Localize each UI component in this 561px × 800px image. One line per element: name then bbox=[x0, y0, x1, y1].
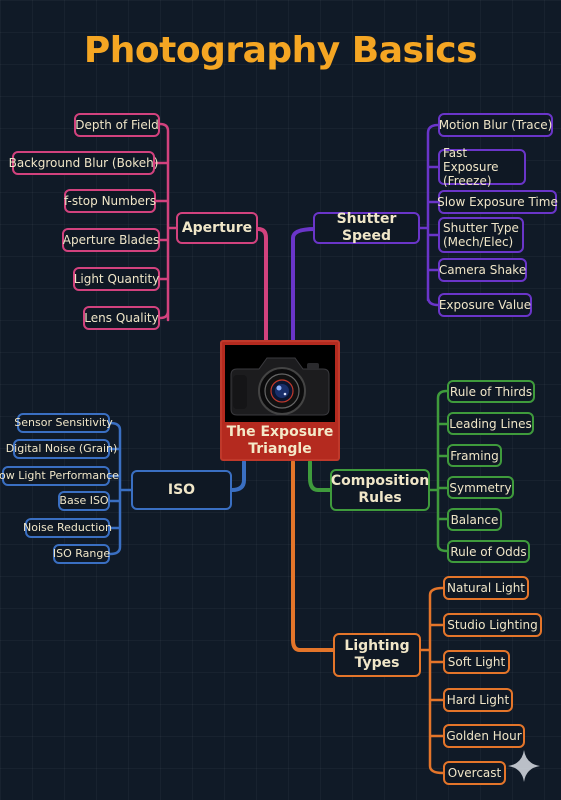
connector-composition bbox=[308, 460, 332, 492]
aperture-item-aperture-blades: Aperture Blades bbox=[62, 228, 160, 252]
connector-aperture-items bbox=[152, 122, 178, 322]
connector-iso-items bbox=[108, 421, 133, 556]
sparkle-icon bbox=[508, 750, 540, 782]
iso-item-noise-reduction: Noise Reduction bbox=[23, 518, 112, 538]
composition-rules-node: Composition Rules bbox=[330, 469, 430, 511]
connector-shutter-items bbox=[418, 123, 440, 307]
iso-item-low-light-performance: Low Light Performance bbox=[0, 466, 119, 486]
composition-item-rule-of-thirds: Rule of Thirds bbox=[447, 380, 535, 403]
iso-item-digital-noise: Digital Noise (Grain) bbox=[6, 439, 117, 459]
aperture-item-f-stop-numbers: f-stop Numbers bbox=[64, 189, 156, 213]
lighting-item-natural-light: Natural Light bbox=[443, 576, 529, 600]
lighting-item-soft-light: Soft Light bbox=[443, 650, 510, 674]
lighting-item-overcast: Overcast bbox=[443, 761, 506, 785]
page-title: Photography Basics bbox=[83, 30, 478, 71]
connector-iso bbox=[230, 460, 246, 492]
camera-icon bbox=[225, 345, 335, 422]
center-label: The Exposure Triangle bbox=[226, 424, 334, 457]
shutter-speed-node: Shutter Speed bbox=[313, 211, 420, 244]
shutter-item-shutter-type: Shutter Type (Mech/Elec) bbox=[438, 217, 524, 253]
aperture-item-lens-quality: Lens Quality bbox=[83, 306, 160, 330]
lighting-item-golden-hour: Golden Hour bbox=[443, 724, 525, 748]
iso-item-iso-range: ISO Range bbox=[53, 544, 110, 564]
composition-item-balance: Balance bbox=[447, 508, 502, 531]
composition-item-leading-lines: Leading Lines bbox=[447, 412, 534, 435]
aperture-node: Aperture bbox=[176, 212, 258, 244]
iso-item-base-iso: Base ISO bbox=[58, 491, 110, 511]
connector-lighting-items bbox=[419, 586, 445, 775]
connector-composition-items bbox=[428, 389, 449, 553]
connector-shutter bbox=[291, 227, 317, 342]
composition-item-symmetry: Symmetry bbox=[447, 476, 514, 499]
iso-item-sensor-sensitivity: Sensor Sensitivity bbox=[14, 413, 113, 433]
iso-node: ISO bbox=[131, 470, 232, 510]
lighting-item-hard-light: Hard Light bbox=[443, 688, 513, 712]
connector-lighting bbox=[291, 460, 335, 652]
lighting-item-studio-lighting: Studio Lighting bbox=[443, 613, 542, 637]
exposure-triangle-node: The Exposure Triangle bbox=[220, 340, 340, 461]
composition-item-framing: Framing bbox=[447, 444, 502, 467]
aperture-item-background-blur: Background Blur (Bokeh) bbox=[9, 151, 158, 175]
shutter-item-slow-exposure-time: Slow Exposure Time bbox=[437, 190, 558, 214]
lighting-types-node: Lighting Types bbox=[333, 633, 421, 677]
composition-item-rule-of-odds: Rule of Odds bbox=[447, 540, 530, 563]
shutter-item-motion-blur: Motion Blur (Trace) bbox=[438, 113, 553, 137]
shutter-item-exposure-value: Exposure Value bbox=[438, 293, 532, 317]
aperture-item-depth-of-field: Depth of Field bbox=[74, 113, 160, 137]
connector-aperture bbox=[256, 227, 268, 342]
aperture-item-light-quantity: Light Quantity bbox=[73, 267, 160, 291]
shutter-item-fast-exposure: Fast Exposure (Freeze) bbox=[438, 146, 526, 188]
shutter-item-camera-shake: Camera Shake bbox=[438, 258, 527, 282]
